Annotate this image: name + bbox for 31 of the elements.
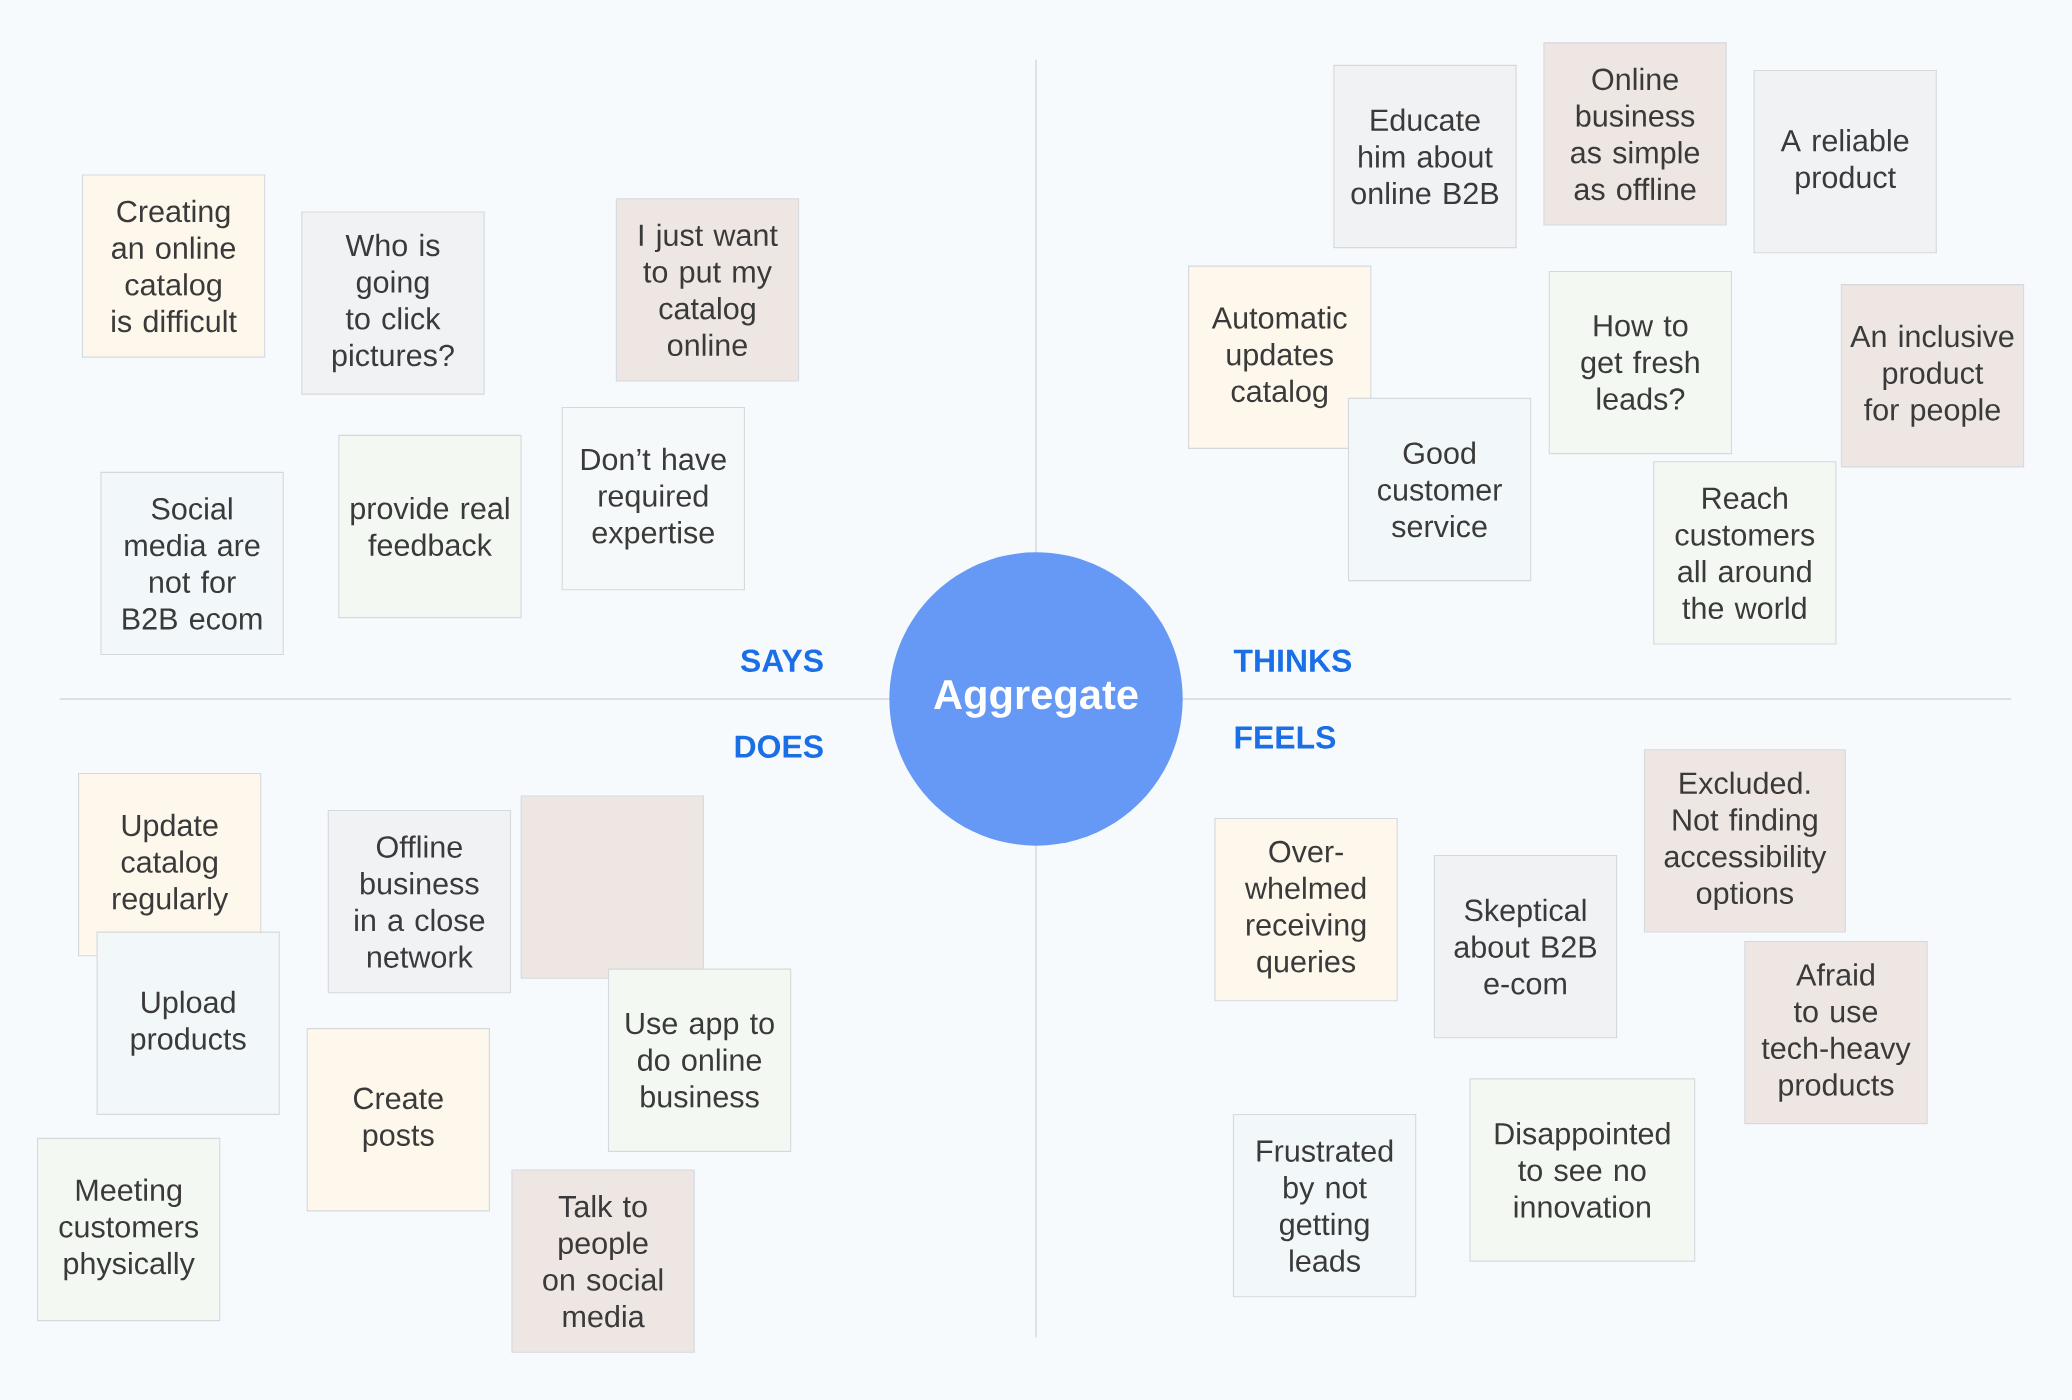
sticky-note: Frustrated by not getting leads (1232, 1114, 1417, 1298)
sticky-note: Over-whelmed receiving queries (1214, 818, 1398, 1002)
sticky-note: Excluded. Not finding accessibility options (1643, 749, 1846, 933)
quadrant-label: THINKS (1233, 649, 1352, 672)
quadrant-label: SAYS (740, 649, 823, 672)
sticky-note: I just want to put my catalog online (615, 198, 800, 382)
sticky-note: Create posts (306, 1028, 490, 1212)
quadrant-label: FEELS (1235, 726, 1336, 749)
sticky-note (520, 795, 704, 979)
sticky-note: Creating an online catalog is difficult (81, 174, 266, 358)
sticky-note: An inclusive product for people (1840, 284, 2025, 468)
sticky-note: Reach customers all around the world (1653, 461, 1837, 645)
sticky-note: provide real feedback (338, 434, 522, 619)
sticky-note: How to get fresh leads? (1548, 270, 1733, 455)
sticky-note: Upload products (96, 931, 280, 1115)
sticky-note: Afraid to use tech-heavy products (1744, 940, 1928, 1125)
sticky-note: Online business as simple as offline (1543, 42, 1727, 226)
quadrant-label: DOES (735, 735, 823, 758)
sticky-note: Skeptical about B2B e-com (1433, 855, 1618, 1039)
sticky-note: Educate him about online B2B (1333, 64, 1517, 249)
sticky-note: Disappointed to see no innovation (1469, 1078, 1696, 1262)
sticky-note: Who is going to click pictures? (301, 211, 485, 395)
sticky-note: Meeting customers physically (37, 1137, 221, 1322)
sticky-note: Social media are not for B2B ecom (100, 471, 284, 656)
sticky-note: A reliable product (1753, 70, 1937, 254)
sticky-note: Automatic updates catalog (1188, 265, 1372, 449)
sticky-note: Use app to do online business (607, 968, 792, 1152)
sticky-note: Good customer service (1347, 397, 1532, 582)
sticky-note: Don’t have required expertise (561, 407, 745, 591)
sticky-note: Talk to people on social media (511, 1169, 695, 1353)
sticky-note: Offline business in a close network (327, 810, 512, 994)
